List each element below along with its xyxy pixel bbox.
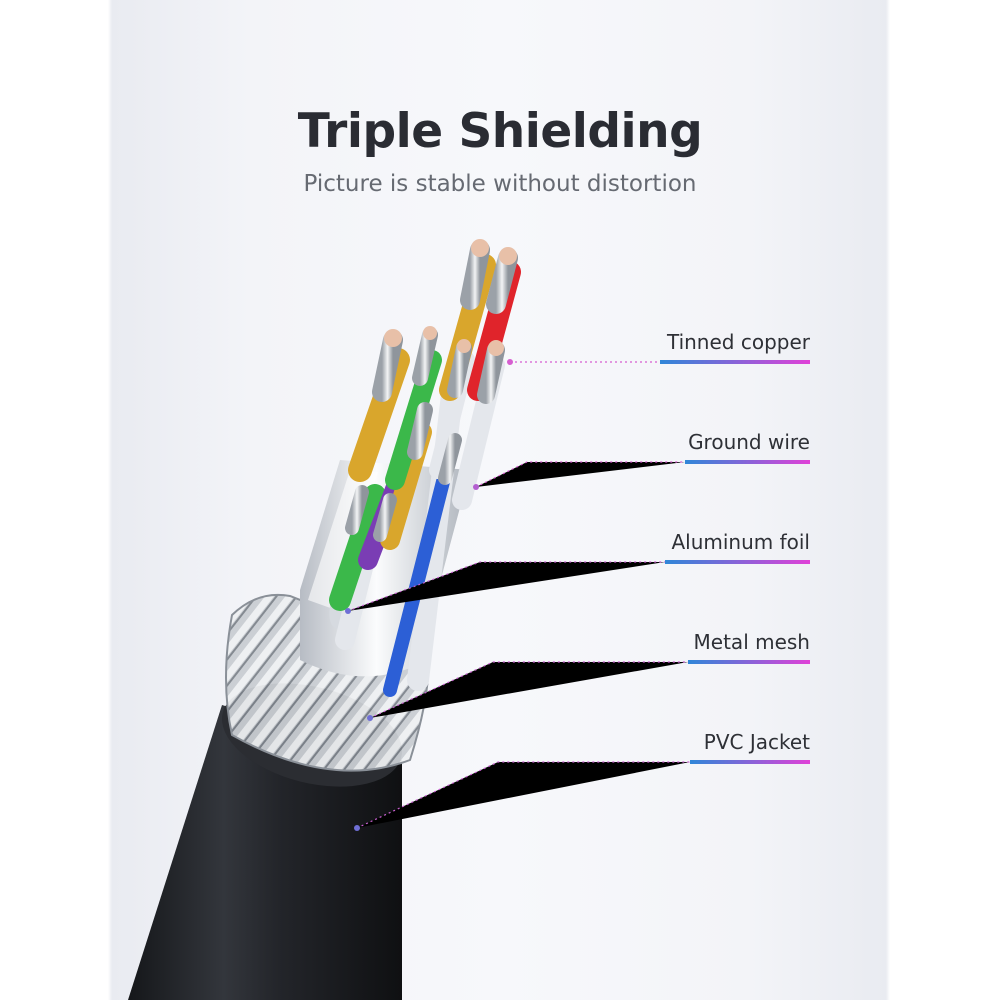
callout-label-pvc-jacket: PVC Jacket (703, 730, 810, 754)
callout-label-metal-mesh: Metal mesh (693, 630, 810, 654)
leader-aluminum-foil (345, 561, 665, 614)
underline-ground-wire (685, 460, 810, 464)
underline-aluminum-foil (665, 560, 810, 564)
page-subtitle: Picture is stable without distortion (303, 171, 697, 197)
underline-pvc-jacket (690, 760, 810, 764)
leader-metal-mesh (367, 661, 688, 721)
leader-pvc-jacket (354, 761, 690, 831)
callout-label-tinned-copper: Tinned copper (666, 330, 810, 354)
tinned-copper-strands (345, 239, 518, 542)
callout-label-aluminum-foil: Aluminum foil (671, 530, 810, 554)
underline-metal-mesh (688, 660, 810, 664)
page-title: Triple Shielding (297, 104, 703, 159)
callout-label-ground-wire: Ground wire (688, 430, 810, 454)
underline-tinned-copper (660, 360, 810, 364)
label-underlines (660, 360, 810, 764)
leader-ground-wire (473, 461, 685, 490)
leader-tinned-copper (507, 359, 660, 365)
leader-lines (345, 359, 690, 831)
